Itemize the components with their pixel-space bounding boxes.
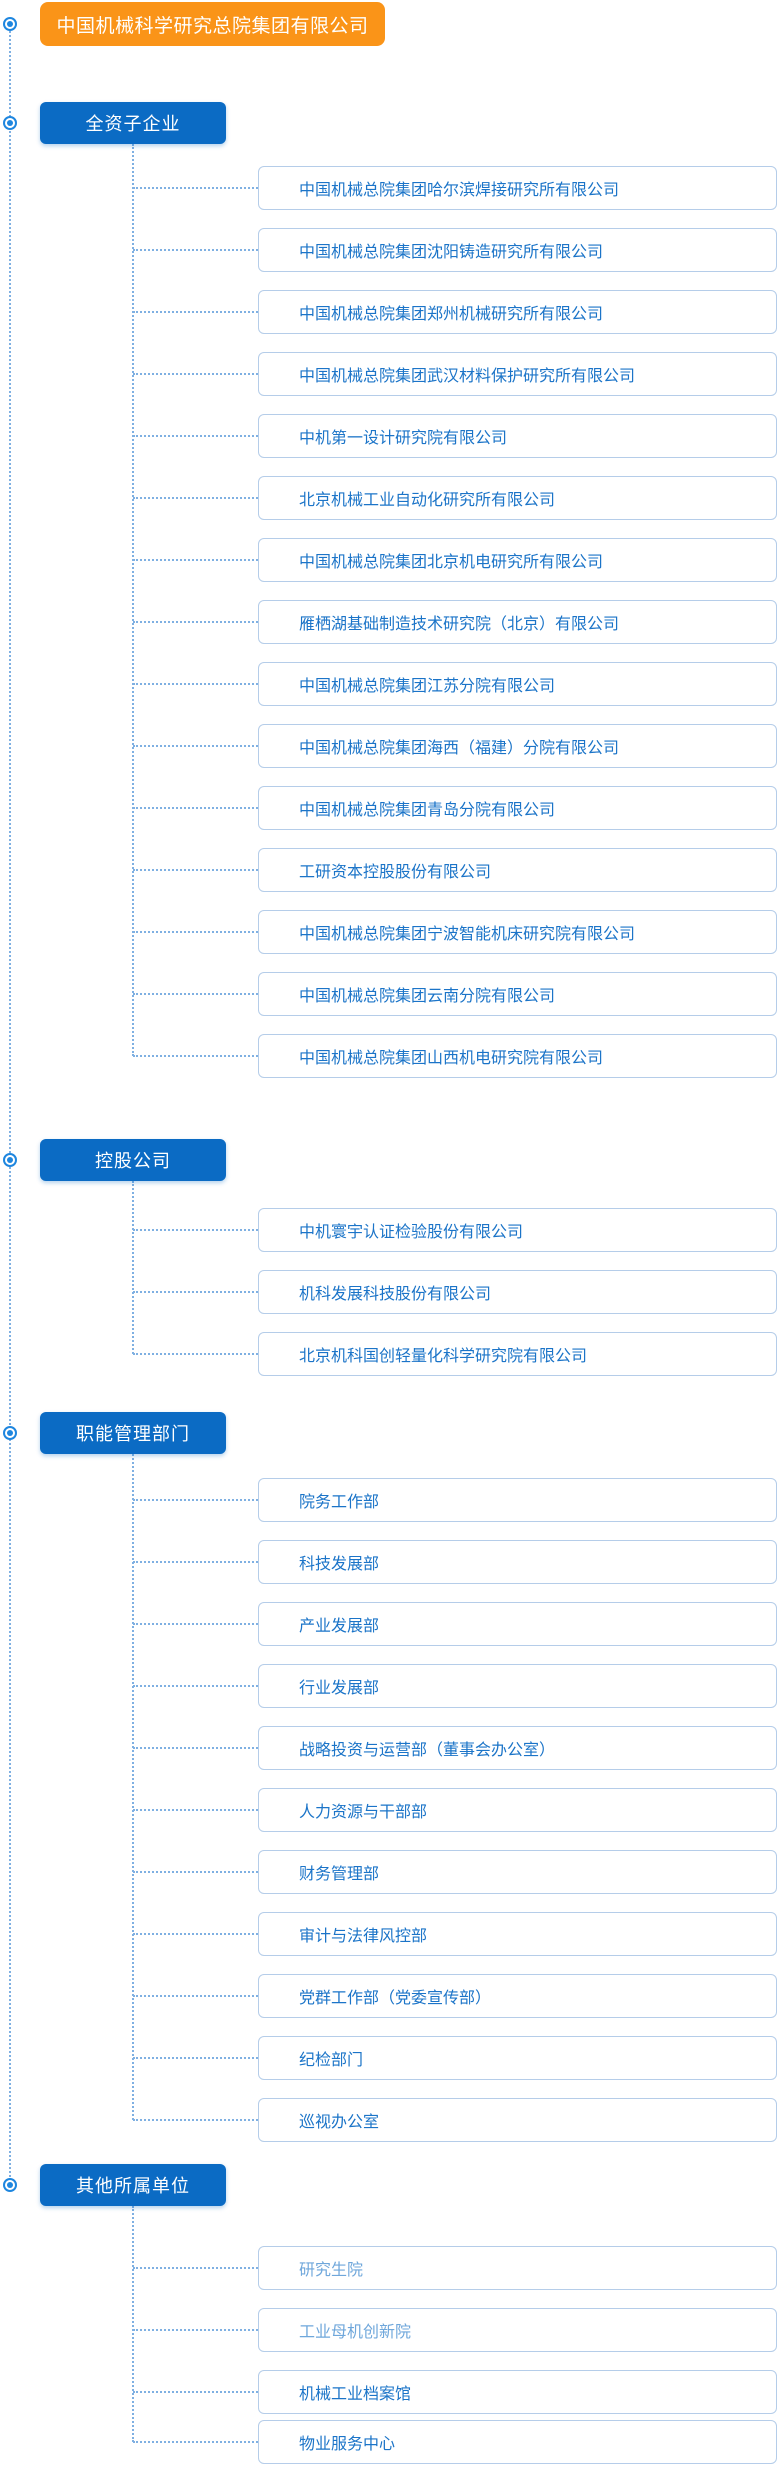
org-item-box[interactable]: 雁栖湖基础制造技术研究院（北京）有限公司 bbox=[258, 600, 777, 644]
section-header-holding-companies[interactable]: 控股公司 bbox=[40, 1139, 226, 1181]
section-node-icon bbox=[3, 1426, 17, 1440]
org-item-box[interactable]: 科技发展部 bbox=[258, 1540, 777, 1584]
root-org-box[interactable]: 中国机械科学研究总院集团有限公司 bbox=[40, 2, 385, 46]
item-connector-line bbox=[133, 435, 258, 437]
root-rail-line bbox=[9, 24, 11, 2185]
item-connector-line bbox=[133, 2391, 258, 2393]
item-connector-line bbox=[133, 2329, 258, 2331]
org-item-box[interactable]: 财务管理部 bbox=[258, 1850, 777, 1894]
org-item-box[interactable]: 中国机械总院集团云南分院有限公司 bbox=[258, 972, 777, 1016]
org-item-box[interactable]: 中国机械总院集团哈尔滨焊接研究所有限公司 bbox=[258, 166, 777, 210]
item-connector-line bbox=[133, 1055, 258, 1057]
org-item-box[interactable]: 机科发展科技股份有限公司 bbox=[258, 1270, 777, 1314]
org-item-box[interactable]: 产业发展部 bbox=[258, 1602, 777, 1646]
item-connector-line bbox=[133, 683, 258, 685]
org-item-box[interactable]: 中国机械总院集团武汉材料保护研究所有限公司 bbox=[258, 352, 777, 396]
item-connector-line bbox=[133, 1229, 258, 1231]
item-connector-line bbox=[133, 1623, 258, 1625]
item-connector-line bbox=[133, 2267, 258, 2269]
section-header-wholly-owned-subsidiaries[interactable]: 全资子企业 bbox=[40, 102, 226, 144]
item-connector-line bbox=[133, 1871, 258, 1873]
item-connector-line bbox=[133, 559, 258, 561]
org-item-box[interactable]: 巡视办公室 bbox=[258, 2098, 777, 2142]
item-connector-line bbox=[133, 993, 258, 995]
section-node-icon bbox=[3, 1153, 17, 1167]
item-connector-line bbox=[133, 1561, 258, 1563]
org-item-box[interactable]: 行业发展部 bbox=[258, 1664, 777, 1708]
item-connector-line bbox=[133, 373, 258, 375]
root-node-icon bbox=[3, 17, 17, 31]
item-connector-line bbox=[133, 1995, 258, 1997]
item-connector-line bbox=[133, 1685, 258, 1687]
section-branch-line bbox=[132, 1454, 134, 2120]
org-item-box[interactable]: 中机第一设计研究院有限公司 bbox=[258, 414, 777, 458]
item-connector-line bbox=[133, 1809, 258, 1811]
org-item-box[interactable]: 战略投资与运营部（董事会办公室） bbox=[258, 1726, 777, 1770]
org-item-box[interactable]: 机械工业档案馆 bbox=[258, 2370, 777, 2414]
org-item-box[interactable]: 中国机械总院集团宁波智能机床研究院有限公司 bbox=[258, 910, 777, 954]
org-item-box[interactable]: 人力资源与干部部 bbox=[258, 1788, 777, 1832]
section-header-functional-departments[interactable]: 职能管理部门 bbox=[40, 1412, 226, 1454]
item-connector-line bbox=[133, 497, 258, 499]
org-item-box[interactable]: 中国机械总院集团郑州机械研究所有限公司 bbox=[258, 290, 777, 334]
section-branch-line bbox=[132, 1181, 134, 1354]
item-connector-line bbox=[133, 621, 258, 623]
org-item-box[interactable]: 研究生院 bbox=[258, 2246, 777, 2290]
item-connector-line bbox=[133, 1933, 258, 1935]
org-item-box[interactable]: 院务工作部 bbox=[258, 1478, 777, 1522]
org-item-box[interactable]: 纪检部门 bbox=[258, 2036, 777, 2080]
item-connector-line bbox=[133, 2441, 258, 2443]
item-connector-line bbox=[133, 931, 258, 933]
item-connector-line bbox=[133, 1499, 258, 1501]
org-item-box[interactable]: 北京机械工业自动化研究所有限公司 bbox=[258, 476, 777, 520]
item-connector-line bbox=[133, 1353, 258, 1355]
org-item-box[interactable]: 中国机械总院集团海西（福建）分院有限公司 bbox=[258, 724, 777, 768]
org-item-box[interactable]: 中国机械总院集团北京机电研究所有限公司 bbox=[258, 538, 777, 582]
org-item-box[interactable]: 物业服务中心 bbox=[258, 2420, 777, 2464]
item-connector-line bbox=[133, 745, 258, 747]
item-connector-line bbox=[133, 1291, 258, 1293]
item-connector-line bbox=[133, 807, 258, 809]
org-item-box[interactable]: 工业母机创新院 bbox=[258, 2308, 777, 2352]
section-header-other-affiliated-units[interactable]: 其他所属单位 bbox=[40, 2164, 226, 2206]
item-connector-line bbox=[133, 187, 258, 189]
org-item-box[interactable]: 中国机械总院集团江苏分院有限公司 bbox=[258, 662, 777, 706]
org-item-box[interactable]: 中机寰宇认证检验股份有限公司 bbox=[258, 1208, 777, 1252]
org-item-box[interactable]: 工研资本控股股份有限公司 bbox=[258, 848, 777, 892]
item-connector-line bbox=[133, 311, 258, 313]
item-connector-line bbox=[133, 249, 258, 251]
org-item-box[interactable]: 审计与法律风控部 bbox=[258, 1912, 777, 1956]
section-node-icon bbox=[3, 2178, 17, 2192]
org-item-box[interactable]: 中国机械总院集团沈阳铸造研究所有限公司 bbox=[258, 228, 777, 272]
section-node-icon bbox=[3, 116, 17, 130]
item-connector-line bbox=[133, 869, 258, 871]
org-item-box[interactable]: 北京机科国创轻量化科学研究院有限公司 bbox=[258, 1332, 777, 1376]
org-item-box[interactable]: 中国机械总院集团山西机电研究院有限公司 bbox=[258, 1034, 777, 1078]
section-branch-line bbox=[132, 2206, 134, 2442]
item-connector-line bbox=[133, 2119, 258, 2121]
item-connector-line bbox=[133, 2057, 258, 2059]
section-branch-line bbox=[132, 144, 134, 1056]
org-item-box[interactable]: 中国机械总院集团青岛分院有限公司 bbox=[258, 786, 777, 830]
org-item-box[interactable]: 党群工作部（党委宣传部） bbox=[258, 1974, 777, 2018]
item-connector-line bbox=[133, 1747, 258, 1749]
